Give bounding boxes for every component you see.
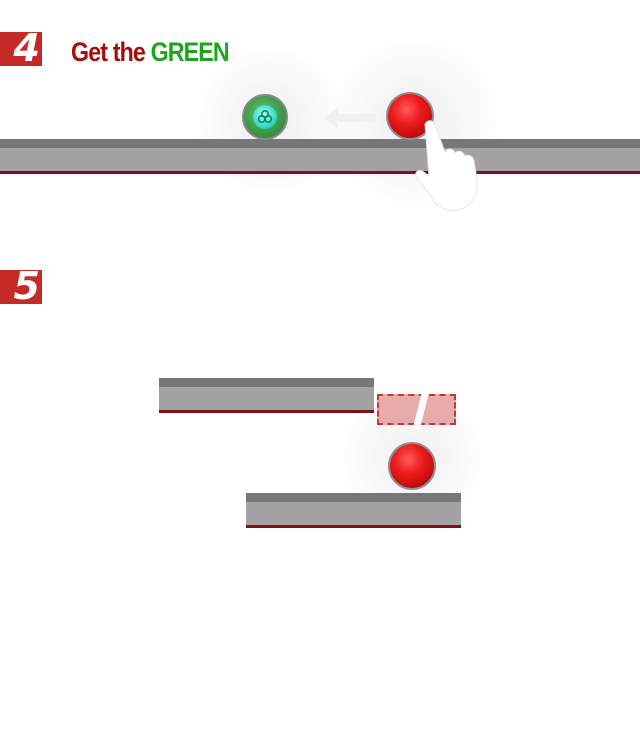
step-4-platform (0, 139, 640, 174)
swipe-arrow-icon (324, 107, 376, 129)
step-4-title: Get the GREEN (71, 36, 230, 68)
curved-arrow-icon (413, 390, 429, 430)
step-5-badge: 5 (0, 270, 42, 304)
upper-platform (159, 378, 374, 413)
lower-platform (246, 493, 461, 528)
green-ball[interactable] (242, 94, 288, 140)
title-text-get-the: Get the (71, 37, 151, 67)
clover-mark (257, 109, 273, 124)
step-4-badge: 4 (0, 32, 42, 66)
step-5-number: 5 (13, 270, 40, 304)
title-text-green: GREEN (150, 37, 230, 67)
pointing-hand-icon (415, 120, 478, 211)
red-ball-step-5[interactable] (388, 442, 436, 490)
step-4-number: 4 (13, 32, 40, 66)
